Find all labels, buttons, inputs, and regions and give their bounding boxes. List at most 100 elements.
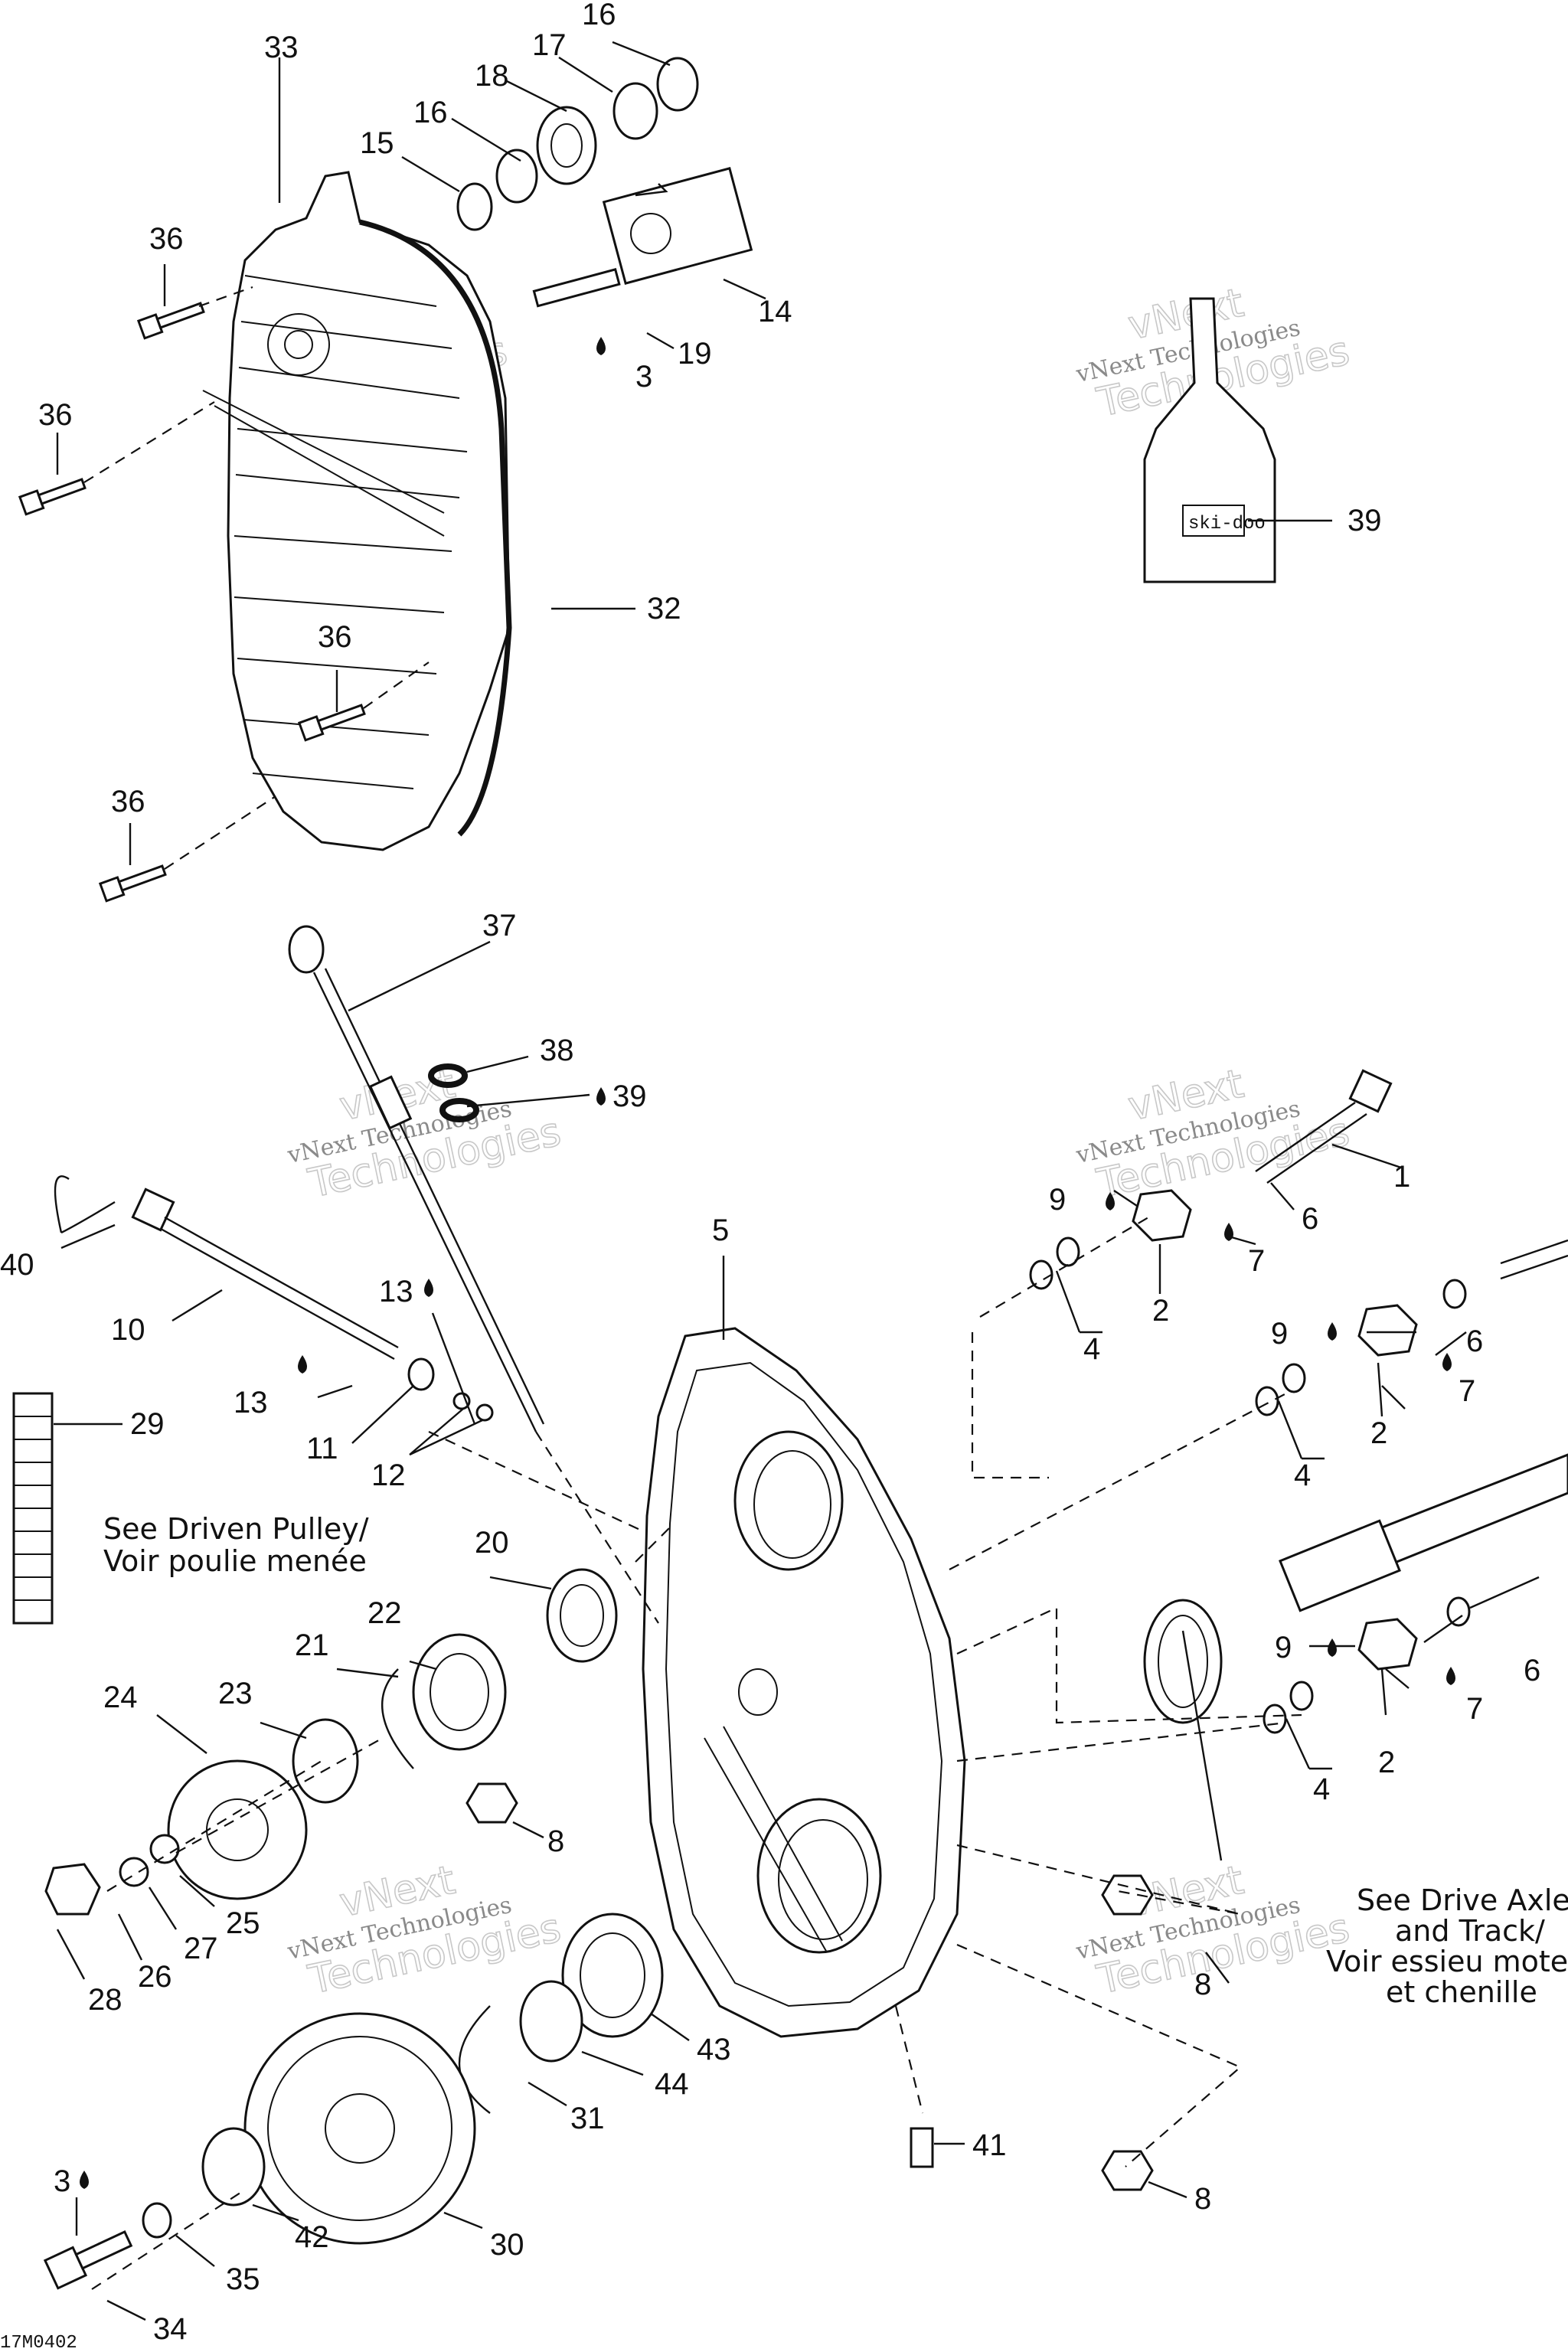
part-label: 34	[153, 2312, 188, 2346]
part-label: 3	[635, 360, 652, 394]
note-drive-axle-line2: and Track/	[1395, 1914, 1545, 1948]
part-label: 27	[184, 1932, 218, 1965]
note-driven-pulley-line2: Voir poulie menée	[103, 1544, 367, 1578]
oil-drop-icon	[424, 1279, 433, 1297]
part-label: 37	[482, 909, 517, 942]
part-label: 9	[1275, 1631, 1292, 1664]
part-label: 6	[1302, 1202, 1318, 1236]
oil-drop-icons	[80, 337, 1455, 2189]
part-label: 18	[475, 59, 509, 93]
part-label: 36	[318, 620, 352, 654]
note-drive-axle-line1: See Drive Axle	[1357, 1883, 1568, 1917]
upper-sprocket-set	[44, 1568, 618, 1916]
part-label: 36	[38, 398, 73, 432]
adjuster-hardware	[1029, 1069, 1540, 1734]
oil-drop-icon	[1224, 1223, 1233, 1241]
tensioner-assembly	[456, 57, 753, 308]
oil-drop-icon	[1328, 1638, 1337, 1657]
cover-bolts	[18, 286, 430, 903]
drive-chain	[12, 1392, 54, 1625]
oil-drop-icon	[596, 337, 606, 355]
part-label: 5	[712, 1214, 729, 1247]
part-label: 35	[226, 2262, 260, 2296]
part-label: 22	[368, 1596, 402, 1630]
part-label: 23	[218, 1677, 253, 1710]
part-label: 16	[413, 96, 448, 129]
part-label: 39	[612, 1080, 647, 1113]
oil-bottle: ski-doo	[1143, 297, 1276, 583]
part-label: 36	[149, 222, 184, 256]
oil-drop-icon	[1328, 1322, 1337, 1341]
alignment-lines	[91, 1217, 1302, 2290]
part-label: 36	[111, 785, 145, 818]
leader-lines	[54, 41, 1467, 2321]
note-drive-axle-line4: et chenille	[1386, 1975, 1537, 2009]
part-label: 7	[1248, 1244, 1265, 1278]
part-label: 25	[226, 1906, 260, 1940]
part-label: 9	[1271, 1317, 1288, 1351]
part-label: 31	[570, 2102, 605, 2135]
part-label: 38	[540, 1034, 574, 1067]
part-label: 26	[138, 1960, 172, 1994]
driven-shaft	[1279, 1239, 1568, 1612]
part-label: 6	[1524, 1654, 1540, 1687]
part-label: 7	[1466, 1692, 1483, 1726]
part-label: 10	[111, 1313, 145, 1347]
part-label: 4	[1294, 1459, 1311, 1492]
part-label: 16	[582, 0, 616, 31]
oil-drop-icon	[80, 2171, 89, 2189]
part-label: 33	[264, 31, 299, 64]
part-label: 9	[1049, 1183, 1066, 1217]
part-label: 4	[1313, 1772, 1330, 1806]
part-label: 21	[295, 1628, 329, 1662]
oil-drop-icon	[298, 1355, 307, 1374]
note-driven-pulley-line1: See Driven Pulley/	[103, 1512, 369, 1546]
bottle-brand: ski-doo	[1188, 514, 1266, 534]
part-labels: 33 16 17 18 16 15 36 14 19 3 36 39 32 36…	[0, 0, 1540, 2346]
oil-drop-icon	[1446, 1667, 1455, 1685]
part-label: 14	[758, 295, 792, 328]
part-label: 12	[371, 1459, 406, 1492]
part-label: 32	[647, 592, 681, 626]
part-label: 20	[475, 1526, 509, 1560]
part-label: 40	[0, 1248, 34, 1282]
part-label: 7	[1459, 1374, 1475, 1408]
cover-gasket	[359, 219, 512, 837]
part-label: 2	[1378, 1746, 1395, 1779]
part-label: 8	[1194, 2182, 1211, 2216]
part-label: 13	[379, 1275, 413, 1308]
lower-sprocket-set	[43, 1874, 1154, 2290]
dipstick	[288, 925, 545, 1432]
oil-drop-icon	[596, 1087, 606, 1106]
part-label: 30	[490, 2228, 524, 2262]
part-label: 4	[1083, 1332, 1100, 1366]
part-label: 1	[1393, 1160, 1410, 1194]
tension-bolt	[54, 1175, 494, 1422]
part-label: 29	[130, 1407, 165, 1441]
part-label: 3	[54, 2164, 70, 2198]
part-label: 8	[547, 1824, 564, 1858]
part-label: 39	[1348, 504, 1382, 537]
chaincase-housing	[642, 1327, 966, 2038]
part-label: 2	[1152, 1294, 1169, 1328]
part-label: 43	[697, 2033, 731, 2066]
part-label: 17	[532, 28, 567, 62]
chaincase-cover	[202, 171, 512, 851]
part-label: 13	[234, 1386, 268, 1419]
part-label: 15	[360, 126, 394, 160]
part-label: 11	[306, 1432, 338, 1465]
part-label: 44	[655, 2067, 689, 2101]
part-label: 42	[295, 2220, 329, 2254]
reference-notes: See Driven Pulley/ Voir poulie menée See…	[103, 1512, 1568, 2009]
oil-drop-icon	[1442, 1353, 1452, 1371]
part-label: 41	[972, 2128, 1007, 2162]
figure-code: 17M0402	[0, 2333, 77, 2352]
part-label: 8	[1194, 1968, 1211, 2001]
part-label: 24	[103, 1681, 138, 1714]
part-label: 6	[1466, 1325, 1483, 1358]
shaft-seal	[1143, 1599, 1223, 1724]
part-label: 2	[1370, 1416, 1387, 1450]
oil-drop-icon	[1106, 1192, 1115, 1210]
part-label: 28	[88, 1983, 122, 2017]
